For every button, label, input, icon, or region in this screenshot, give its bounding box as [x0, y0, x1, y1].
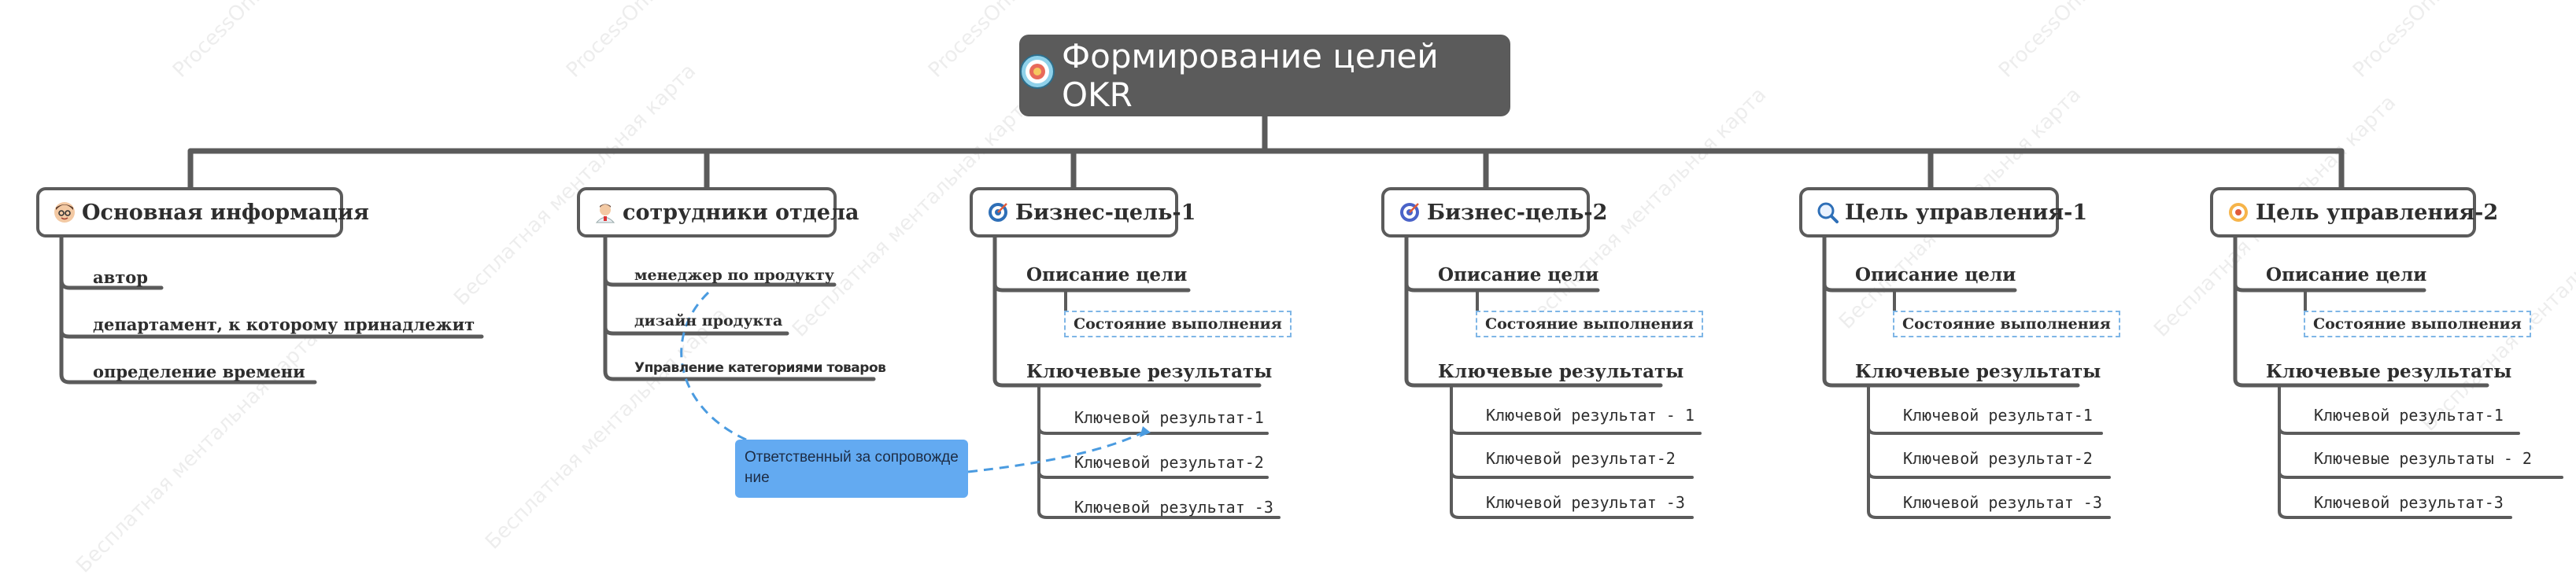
key-result-item[interactable]: Ключевой результат -3 [1903, 493, 2102, 512]
branch-title: Бизнес-цель-1 [1015, 200, 1196, 225]
branch-node-business-goal-1[interactable]: Бизнес-цель-1 [970, 187, 1196, 237]
list-item[interactable]: автор [93, 267, 148, 287]
status-box[interactable]: Состояние выполнения [1064, 311, 1292, 337]
target-icon [1019, 53, 1055, 98]
status-box[interactable]: Состояние выполнения [1476, 311, 1703, 337]
key-results-label[interactable]: Ключевые результаты [1855, 361, 2101, 382]
key-results-label[interactable]: Ключевые результаты [1438, 361, 1684, 382]
status-box[interactable]: Состояние выполнения [2304, 311, 2531, 337]
person-avatar-icon [54, 201, 76, 223]
list-item[interactable]: менеджер по продукту [634, 267, 834, 284]
branch-node-staff[interactable]: сотрудники отдела [577, 187, 859, 237]
list-item[interactable]: Управление категориями товаров [634, 360, 886, 376]
key-result-item[interactable]: Ключевой результат - 1 [1486, 406, 1695, 425]
branch-title: сотрудники отдела [623, 200, 859, 225]
list-item[interactable]: определение времени [93, 362, 305, 381]
branch-node-management-goal-1[interactable]: Цель управления-1 [1799, 187, 2087, 237]
key-result-item[interactable]: Ключевой результат-3 [2314, 493, 2504, 512]
target-icon [1399, 201, 1421, 223]
bullseye-icon [2227, 201, 2249, 223]
key-result-item[interactable]: Ключевой результат -3 [1486, 493, 1685, 512]
responsible-callout[interactable]: Ответственный за сопровожде ние [735, 440, 968, 498]
branch-title: Бизнес-цель-2 [1427, 200, 1608, 225]
doctor-avatar-icon [594, 201, 616, 223]
key-result-item[interactable]: Ключевой результат-1 [1074, 408, 1264, 427]
connector-lines [59, 113, 2563, 519]
goal-description-label[interactable]: Описание цели [2266, 264, 2427, 285]
branch-title: Цель управления-1 [1845, 200, 2088, 225]
status-box[interactable]: Состояние выполнения [1893, 311, 2120, 337]
branch-title: Цель управления-2 [2256, 200, 2499, 225]
magnifier-icon [1817, 201, 1839, 223]
key-result-item[interactable]: Ключевой результат-2 [1903, 449, 2093, 468]
target-icon [987, 201, 1009, 223]
branch-node-business-goal-2[interactable]: Бизнес-цель-2 [1381, 187, 1607, 237]
branch-title: Основная информация [82, 200, 369, 225]
list-item[interactable]: дизайн продукта [634, 312, 783, 329]
branch-node-basic-info[interactable]: Основная информация [36, 187, 369, 237]
root-node[interactable]: Формирование целей OKR [1019, 35, 1510, 116]
key-result-item[interactable]: Ключевой результат -3 [1074, 498, 1273, 517]
key-result-item[interactable]: Ключевой результат-2 [1074, 453, 1264, 472]
key-result-item[interactable]: Ключевой результат-1 [2314, 406, 2504, 425]
branch-node-management-goal-2[interactable]: Цель управления-2 [2210, 187, 2498, 237]
key-result-item[interactable]: Ключевой результат-2 [1486, 449, 1676, 468]
goal-description-label[interactable]: Описание цели [1026, 264, 1188, 285]
goal-description-label[interactable]: Описание цели [1438, 264, 1599, 285]
key-results-label[interactable]: Ключевые результаты [2266, 361, 2512, 382]
key-result-item[interactable]: Ключевые результаты - 2 [2314, 449, 2532, 468]
key-result-item[interactable]: Ключевой результат-1 [1903, 406, 2093, 425]
goal-description-label[interactable]: Описание цели [1855, 264, 2016, 285]
key-results-label[interactable]: Ключевые результаты [1026, 361, 1273, 382]
root-title: Формирование целей OKR [1062, 37, 1439, 114]
list-item[interactable]: департамент, к которому принадлежит [93, 315, 475, 334]
